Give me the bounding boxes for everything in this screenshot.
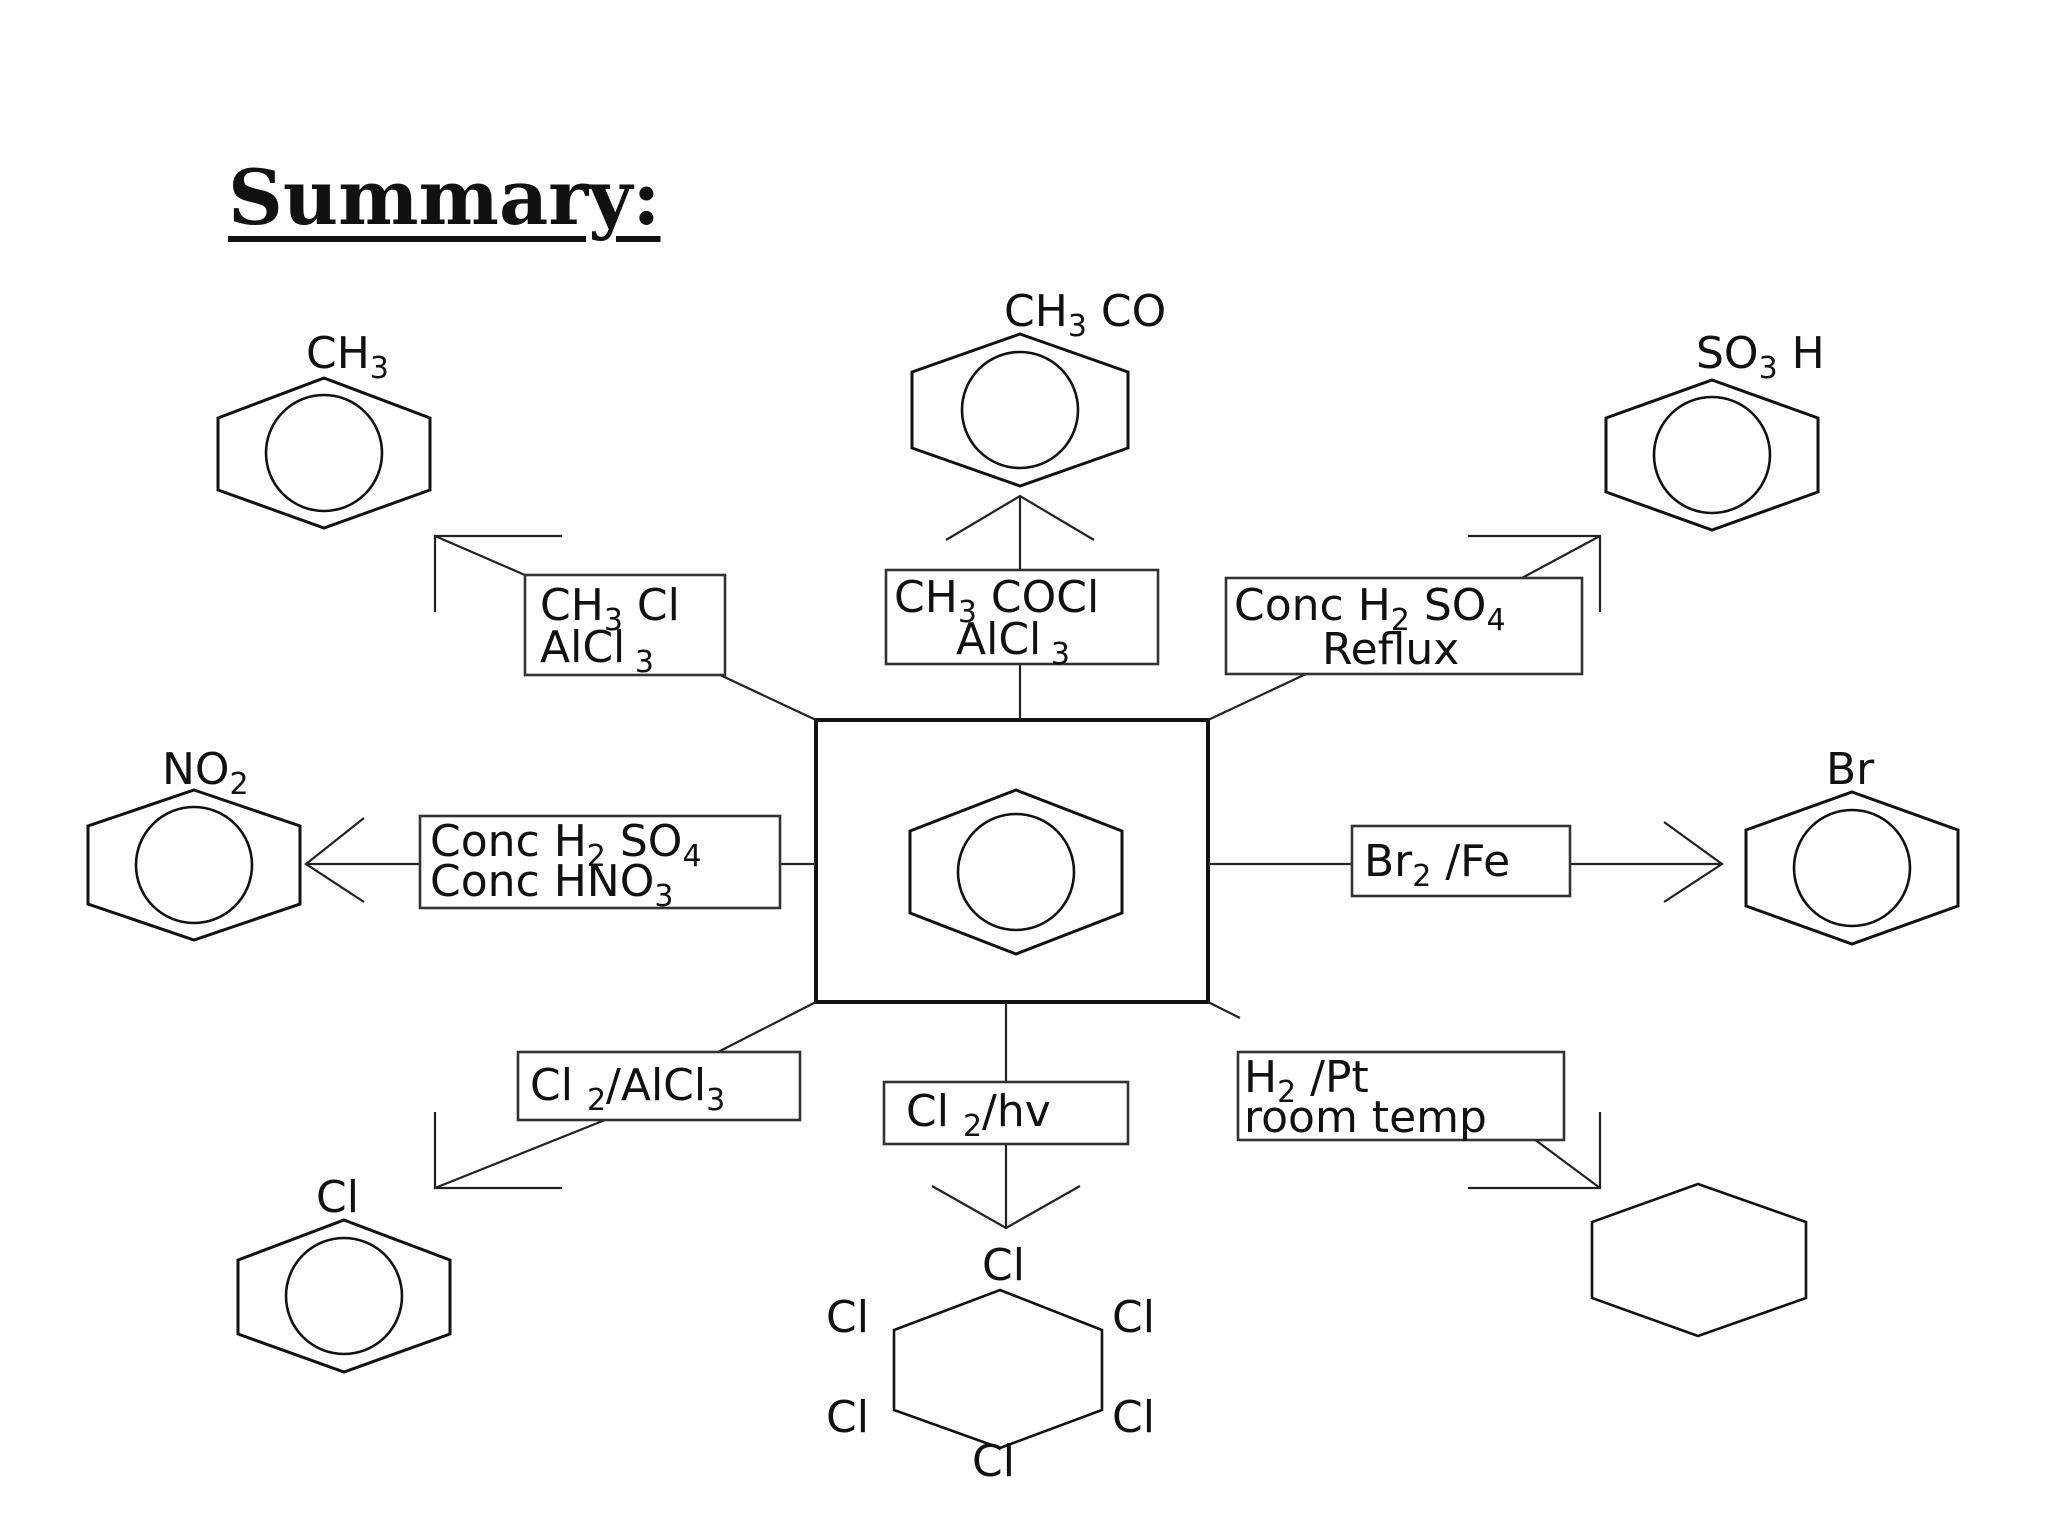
svg-text:Cl: Cl [982, 1240, 1025, 1291]
svg-text:Br2 /Fe: Br2 /Fe [1364, 836, 1510, 894]
arrow-bromination [1208, 821, 1724, 903]
arrow-sulfonation [1207, 534, 1602, 721]
product-chlorobenzene: Cl [236, 1172, 452, 1374]
svg-text:CH3: CH3 [306, 328, 389, 386]
reagent-box-nitration: Conc H2 SO4 Conc HNO3 [418, 814, 782, 914]
arrow-methylation [433, 534, 817, 721]
product-benzene-hexachloride: Cl Cl Cl Cl Cl Cl [826, 1240, 1155, 1487]
svg-text:Cl: Cl [1112, 1292, 1155, 1343]
product-bromobenzene: Br [1744, 744, 1960, 946]
svg-text:Br: Br [1826, 744, 1875, 795]
arrow-hydrogenation [1207, 1001, 1602, 1190]
svg-text:Cl: Cl [826, 1392, 869, 1443]
reagent-box-sulfonation: Conc H2 SO4 Reflux [1224, 576, 1584, 676]
arrow-acylation [945, 494, 1095, 720]
product-nitrobenzene: NO2 [86, 744, 302, 942]
svg-text:CH3 CO: CH3 CO [1004, 286, 1166, 344]
arrow-addition [931, 1002, 1081, 1230]
svg-text:CH3 Cl: CH3 Cl [540, 580, 680, 638]
svg-text:Cl 2/hv: Cl 2/hv [906, 1086, 1051, 1144]
reagent-box-bromination: Br2 /Fe [1350, 824, 1572, 898]
svg-text:SO3 H: SO3 H [1696, 328, 1825, 386]
product-benzenesulfonic-acid: SO3 H [1604, 328, 1825, 532]
reagent-box-methylation: CH3 Cl AlCl 3 [523, 573, 727, 680]
product-toluene: CH3 [216, 328, 432, 530]
svg-text:Cl: Cl [1112, 1392, 1155, 1443]
svg-text:NO2: NO2 [162, 744, 249, 802]
product-cyclohexane [1590, 1182, 1808, 1338]
svg-text:Cl: Cl [972, 1436, 1015, 1487]
arrow-nitration [304, 817, 816, 903]
svg-text:CH3 COCl: CH3 COCl [894, 572, 1099, 630]
svg-text:Cl 2/AlCl3: Cl 2/AlCl3 [530, 1060, 725, 1118]
central-benzene-box [814, 718, 1210, 1004]
page-title: Summary: [228, 153, 661, 242]
svg-text:Conc HNO3: Conc HNO3 [430, 856, 673, 914]
svg-text:room temp: room temp [1244, 1092, 1487, 1143]
svg-text:AlCl 3: AlCl 3 [956, 614, 1070, 672]
reagent-box-chlorination: Cl 2/AlCl3 [516, 1050, 802, 1122]
reagent-box-addition: Cl 2/hv [882, 1080, 1130, 1146]
product-acetophenone: CH3 CO [910, 286, 1166, 488]
benzene-ring-center [908, 788, 1124, 956]
reagent-box-hydrogenation: H2 /Pt room temp [1236, 1050, 1566, 1143]
svg-text:Conc H2 SO4: Conc H2 SO4 [430, 816, 702, 874]
svg-text:AlCl 3: AlCl 3 [540, 622, 654, 680]
svg-text:Cl: Cl [316, 1172, 359, 1223]
svg-text:H2 /Pt: H2 /Pt [1244, 1052, 1369, 1110]
svg-text:Conc H2 SO4: Conc H2 SO4 [1234, 580, 1506, 638]
arrow-chlorination [433, 1001, 817, 1190]
reagent-box-acylation: CH3 COCl AlCl 3 [884, 568, 1160, 672]
svg-text:Cl: Cl [826, 1292, 869, 1343]
svg-text:Reflux: Reflux [1322, 624, 1459, 675]
